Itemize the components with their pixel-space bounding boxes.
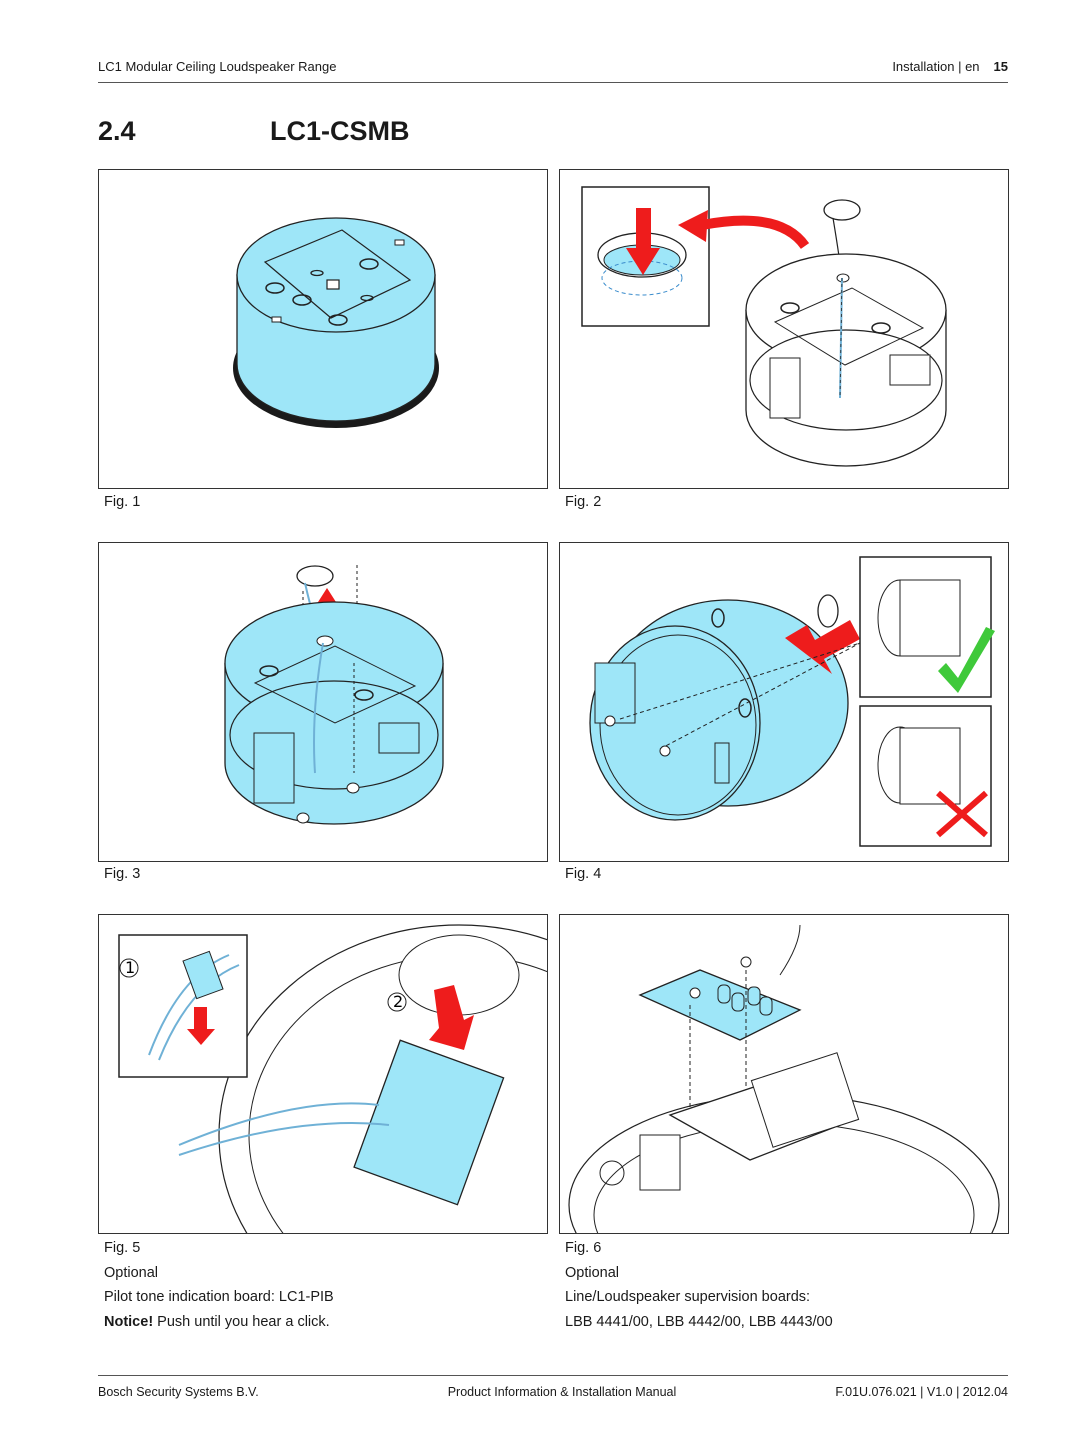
figure-3-label: Fig. 3 <box>104 866 141 882</box>
figure-6-label: Fig. 6 <box>565 1240 602 1256</box>
figure-6-panel <box>559 914 1009 1234</box>
arrow-down-icon <box>429 985 474 1050</box>
section-number: 2.4 <box>98 116 136 146</box>
footer-doc-type: Product Information & Installation Manua… <box>447 1385 677 1399</box>
figure-4-label: Fig. 4 <box>565 866 602 882</box>
inset-frame <box>118 934 248 1078</box>
header-section: Installation | en <box>892 59 980 74</box>
header-right: Installation | en 15 <box>892 59 1008 74</box>
figure-1-illustration <box>233 217 439 428</box>
footer-doc-ref: F.01U.076.021 | V1.0 | 2012.04 <box>835 1385 1008 1399</box>
header-rule <box>98 82 1008 83</box>
checkmark-icon <box>938 627 995 693</box>
figure-1-panel <box>98 169 548 489</box>
figure-5-notice: Notice! Push until you hear a click. <box>104 1310 334 1335</box>
arrow-right-icon <box>785 620 860 674</box>
notice-text: Push until you hear a click. <box>153 1313 330 1330</box>
figure-3-panel <box>98 542 548 862</box>
marker-2: 2 <box>393 992 403 1011</box>
footer-company: Bosch Security Systems B.V. <box>98 1385 259 1399</box>
figure-2-illustration <box>581 186 947 467</box>
header-doc-title: LC1 Modular Ceiling Loudspeaker Range <box>98 59 337 74</box>
figure-3-illustration <box>224 565 444 825</box>
page-number: 15 <box>993 59 1008 74</box>
figure-5-caption: Fig. 5 Optional Pilot tone indication bo… <box>104 1236 334 1334</box>
section-title: LC1-CSMB <box>270 116 410 146</box>
page-header: LC1 Modular Ceiling Loudspeaker Range In… <box>98 59 1008 77</box>
section-heading: 2.4 LC1-CSMB <box>98 116 410 147</box>
arrow-down-icon <box>626 208 660 275</box>
figure-4-panel <box>559 542 1009 862</box>
figure-6-models: LBB 4441/00, LBB 4442/00, LBB 4443/00 <box>565 1313 833 1330</box>
footer-rule <box>98 1375 1008 1376</box>
figure-5-optional: Optional <box>104 1264 159 1281</box>
figure-2-label: Fig. 2 <box>565 494 602 510</box>
figure-6-optional: Optional <box>565 1264 620 1281</box>
cross-icon <box>936 790 988 838</box>
notice-label: Notice! <box>104 1313 154 1330</box>
marker-1: 1 <box>125 958 135 977</box>
figure-1-label: Fig. 1 <box>104 494 141 510</box>
figure-5-panel: 1 2 <box>98 914 548 1234</box>
figure-6-illustration <box>568 924 1000 1233</box>
figure-6-caption: Fig. 6 Optional Line/Loudspeaker supervi… <box>565 1236 833 1334</box>
figure-2-panel <box>559 169 1009 489</box>
figure-4-illustration <box>589 556 995 847</box>
figure-5-label: Fig. 5 <box>104 1240 141 1256</box>
figure-6-description: Line/Loudspeaker supervision boards: <box>565 1289 811 1305</box>
figure-5-description: Pilot tone indication board: LC1-PIB <box>104 1289 334 1305</box>
figure-5-illustration: 1 2 <box>118 924 547 1233</box>
curved-arrow-icon <box>701 215 810 250</box>
